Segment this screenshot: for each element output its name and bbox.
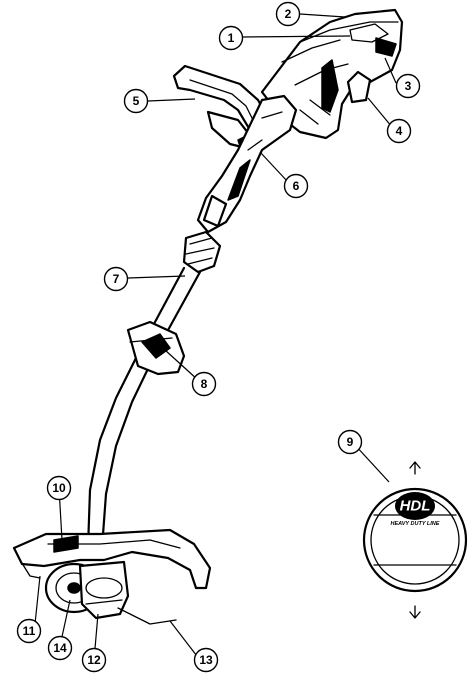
leader-lines: [34, 13, 397, 661]
hdl-subtitle-text: HEAVY DUTY LINE: [391, 521, 440, 527]
callout-1: 1: [218, 25, 244, 51]
main-handle: [196, 94, 298, 234]
arrow-up-icon: [409, 461, 421, 475]
callout-3: 3: [395, 73, 421, 99]
callout-14-label: 14: [53, 641, 67, 655]
callout-9-label: 9: [347, 435, 354, 449]
cutting-line: [117, 607, 177, 625]
arrow-down-icon: [409, 605, 421, 619]
callout-5-label: 5: [133, 94, 140, 108]
callout-7-label: 7: [113, 272, 120, 286]
callout-13: 13: [193, 647, 219, 673]
hdl-logo-badge: [395, 492, 435, 520]
callout-7: 7: [103, 266, 129, 292]
callout-8-label: 8: [201, 377, 208, 391]
callout-6-label: 6: [293, 179, 300, 193]
callout-10-label: 10: [52, 481, 66, 495]
trimmer-illustration: [12, 8, 404, 625]
callout-12-label: 12: [87, 653, 101, 667]
callout-9: 9: [337, 429, 363, 455]
spool-head: [78, 560, 130, 620]
callout-6: 6: [283, 173, 309, 199]
shaft: [86, 266, 202, 550]
shaft-clamp: [126, 320, 186, 376]
hdl-logo-text: HDL: [400, 498, 431, 515]
callout-4: 4: [386, 118, 412, 144]
callout-12: 12: [81, 647, 107, 673]
callout-2: 2: [275, 1, 301, 27]
motor-housing: [260, 8, 404, 140]
callout-4-label: 4: [396, 124, 403, 138]
callout-10: 10: [46, 475, 72, 501]
spool-cap-inset: HDL HEAVY DUTY LINE: [362, 461, 468, 619]
callout-3-label: 3: [405, 79, 412, 93]
height-adjust-collar: [182, 230, 222, 274]
guard: [12, 528, 212, 590]
callout-5: 5: [123, 88, 149, 114]
callout-1-label: 1: [228, 31, 235, 45]
callouts: 1 2 3 4 5 6 7 8: [16, 1, 421, 673]
callout-13-label: 13: [199, 653, 213, 667]
callout-11-label: 11: [23, 624, 36, 638]
callout-14: 14: [47, 635, 73, 661]
callout-11: 11: [16, 618, 42, 644]
callout-8: 8: [191, 371, 217, 397]
callout-2-label: 2: [285, 7, 292, 21]
